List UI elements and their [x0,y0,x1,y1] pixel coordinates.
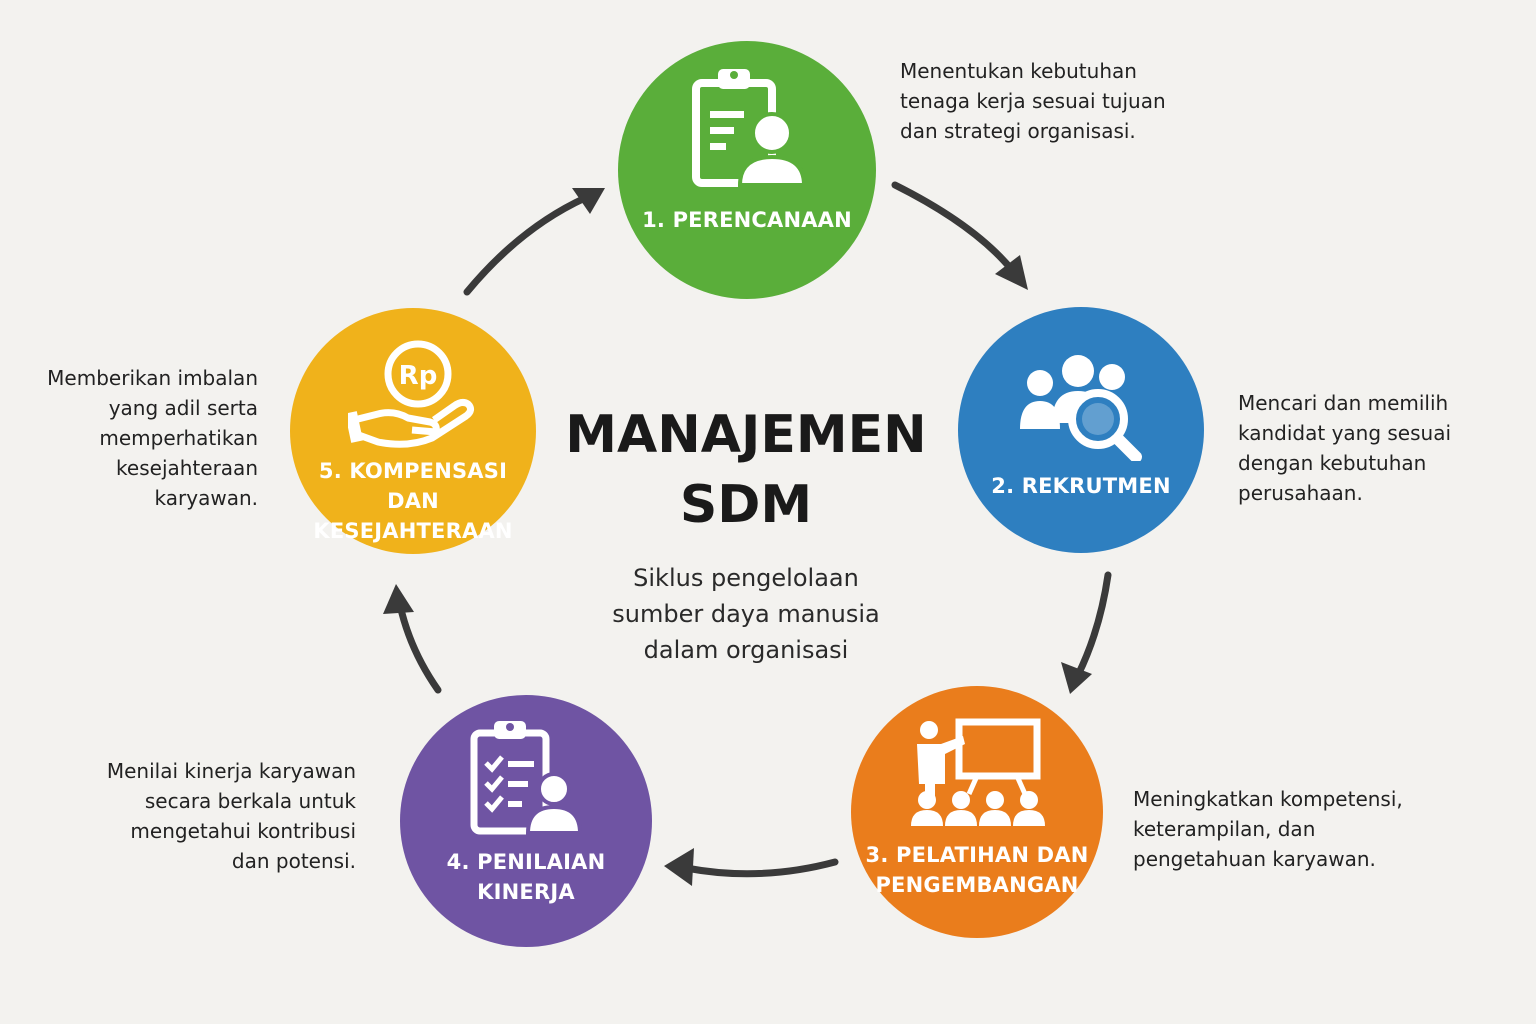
diagram-title: MANAJEMEN SDM [565,405,927,535]
clipboard-person-icon [692,69,807,187]
arrow-5-to-1 [463,194,589,296]
arrowhead-5-to-1 [572,188,605,214]
diagram-subtitle: Siklus pengelolaan sumber daya manusia d… [612,564,880,664]
arrow-3-to-4 [682,858,839,878]
arrow-4-to-5 [396,601,442,694]
step-2-label: 2. REKRUTMEN [991,474,1171,498]
hand-coin-icon: Rp [348,340,475,448]
arrow-1-to-2 [891,181,1016,274]
step-5-description: Memberikan imbalan yang adil serta mempe… [47,366,258,510]
arrowhead-1-to-2 [995,255,1028,290]
step-5-label: 5. KOMPENSASI DAN KESEJAHTERAAN [313,459,513,543]
step-2-circle: 2. REKRUTMEN [958,307,1204,553]
step-3-circle: 3. PELATIHAN DAN PENGEMBANGAN [851,686,1103,938]
step-5-circle: Rp 5. KOMPENSASI DAN KESEJAHTERAAN [290,308,536,554]
step-3-description: Meningkatkan kompetensi, keterampilan, d… [1133,787,1403,871]
presentation-training-icon [911,718,1045,826]
people-search-icon [1020,355,1142,461]
step-2-description: Mencari dan memilih kandidat yang sesuai… [1238,391,1452,505]
arrow-2-to-3 [1074,571,1112,679]
step-1-circle: 1. PERENCANAAN [618,41,876,299]
step-4-circle: 4. PENILAIAN KINERJA [400,695,652,947]
step-3-label: 3. PELATIHAN DAN PENGEMBANGAN [865,843,1089,897]
step-4-description: Menilai kinerja karyawan secara berkala … [106,759,356,873]
checklist-evaluation-icon [470,721,583,835]
step-1-label: 1. PERENCANAAN [642,208,852,232]
step-4-label: 4. PENILAIAN KINERJA [446,850,606,904]
step-1-description: Menentukan kebutuhan tenaga kerja sesuai… [900,59,1166,143]
coin-text: Rp [399,361,438,391]
arrowhead-2-to-3 [1061,662,1092,694]
arrowhead-4-to-5 [383,584,414,614]
arrowhead-3-to-4 [664,848,694,886]
